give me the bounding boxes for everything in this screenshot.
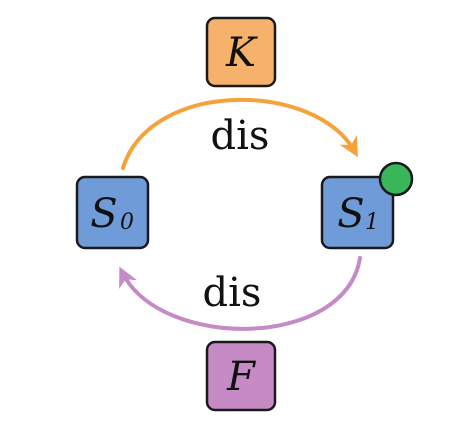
active-state-marker bbox=[378, 161, 414, 197]
svg-text:S: S bbox=[337, 191, 364, 237]
node-s0: S 0 bbox=[75, 175, 150, 250]
edge-top-arc bbox=[121, 97, 358, 170]
edge-bottom-label: dis bbox=[203, 270, 262, 316]
node-k-box bbox=[205, 16, 277, 88]
edge-top-label: dis bbox=[211, 113, 270, 159]
node-s1-subscript: 1 bbox=[365, 210, 379, 235]
node-f-box bbox=[205, 340, 277, 412]
node-k: K bbox=[205, 16, 277, 88]
node-s0-label: S bbox=[90, 191, 117, 237]
node-s0-box bbox=[75, 175, 150, 250]
node-s0-subscript: 0 bbox=[120, 210, 134, 235]
node-s1-box bbox=[320, 175, 395, 250]
svg-text:S: S bbox=[90, 191, 117, 237]
node-f: F bbox=[205, 340, 277, 412]
node-f-label: F bbox=[226, 354, 256, 400]
edge-bottom-arc bbox=[119, 256, 362, 331]
node-s1: S 1 bbox=[320, 175, 395, 250]
node-s1-label: S bbox=[337, 191, 364, 237]
node-k-label: K bbox=[225, 30, 258, 76]
